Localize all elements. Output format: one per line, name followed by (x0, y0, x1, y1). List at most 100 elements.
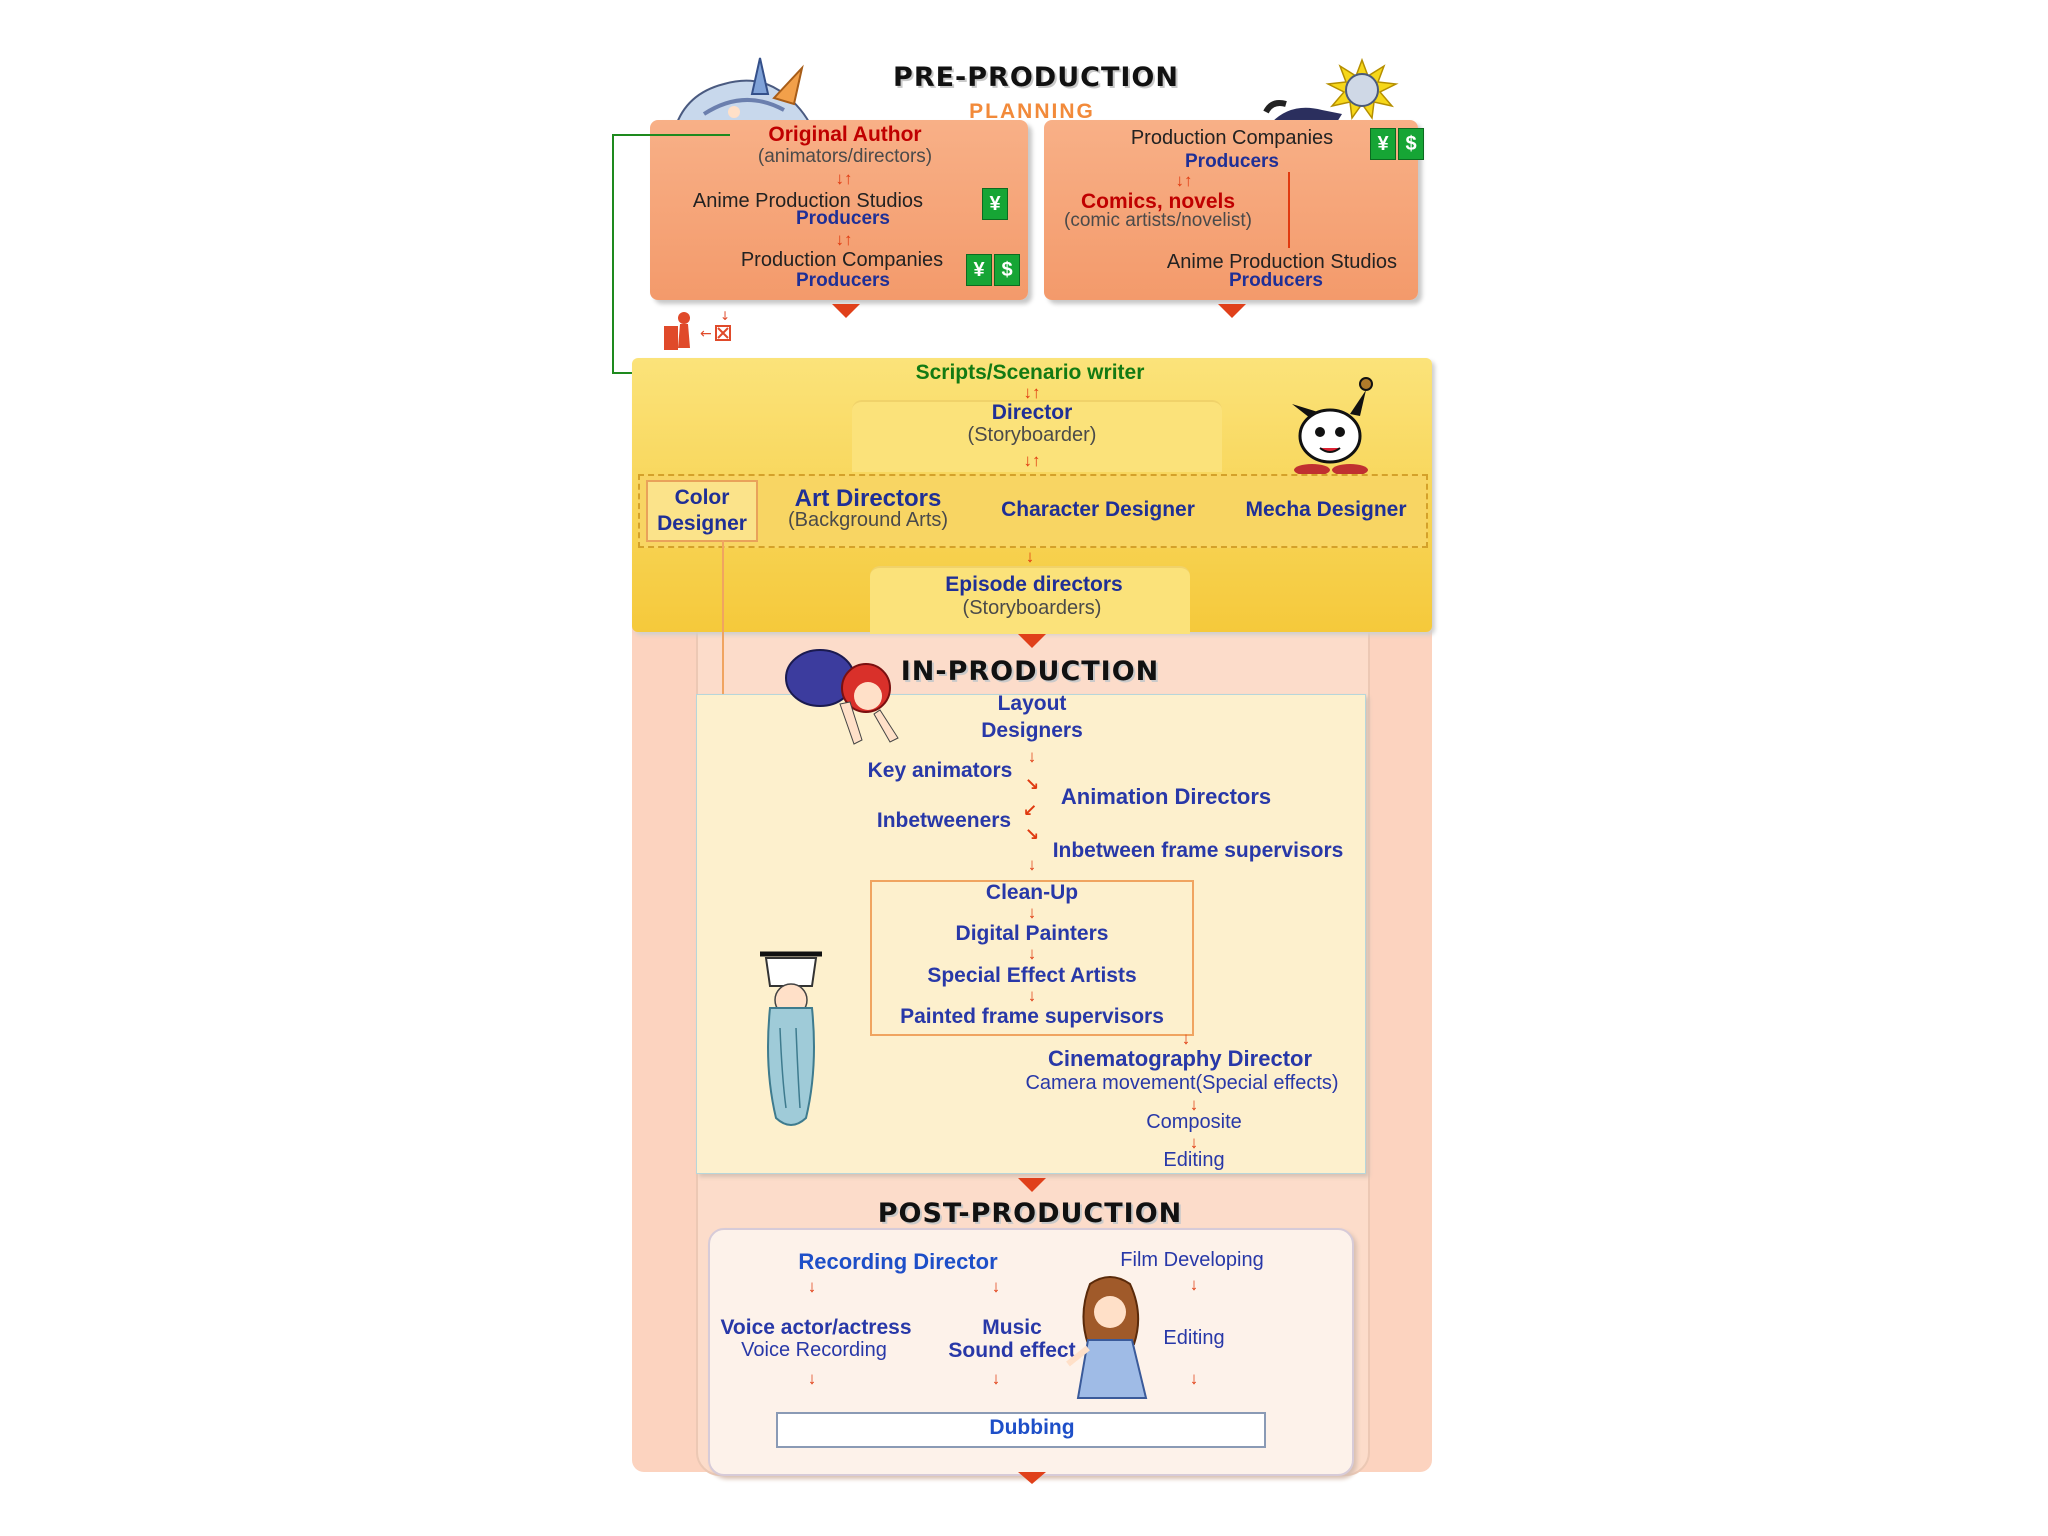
arrow-icon: ↓ (1181, 1029, 1191, 1048)
arrow-icon: ↓↑ (835, 169, 853, 188)
mascot-round-creature-icon (1292, 377, 1373, 476)
episode-directors-label: Episode directors (945, 573, 1123, 596)
director-tab (852, 400, 1222, 472)
down-triangle-icon (1218, 304, 1246, 318)
down-triangle-icon (1018, 634, 1046, 648)
down-triangle-icon (1018, 1472, 1046, 1484)
arrow-icon: ↙ (1022, 801, 1038, 820)
mascot-old-sage-icon (760, 951, 822, 1126)
color-designer-label: Color Designer (657, 486, 747, 536)
character-designer-label: Character Designer (1001, 498, 1195, 521)
right-companies-label: Production Companies (1130, 127, 1334, 149)
director-note: (Storyboarder) (967, 424, 1097, 446)
arrow-icon: ↓ (1027, 747, 1037, 766)
right-studios-role: Producers (1229, 270, 1323, 291)
cleanup-label: Clean-Up (985, 881, 1079, 904)
arrow-icon: ↓ (807, 1277, 817, 1296)
scripts-writer-label: Scripts/Scenario writer (915, 361, 1145, 384)
arrow-icon: ↓ (991, 1369, 1001, 1388)
arrow-icon: ↓ (1025, 547, 1035, 566)
pre-production-right-box (1044, 120, 1418, 300)
companies-label: Production Companies (740, 249, 944, 271)
arrow-icon: ↓ (991, 1277, 1001, 1296)
director-label: Director (991, 401, 1073, 424)
arrow-icon: ↓↑ (1023, 451, 1041, 470)
special-effect-label: Special Effect Artists (927, 964, 1137, 987)
layout-designers-label: Designers (981, 719, 1083, 742)
inbetween-supervisors-label: Inbetween frame supervisors (1052, 839, 1344, 862)
art-directors-note: (Background Arts) (787, 509, 949, 531)
arrow-icon: ↓ (1189, 1133, 1199, 1152)
mascot-red-haired-girl-icon (785, 649, 899, 745)
editing-label: Editing (1163, 1149, 1225, 1171)
arrow-icon: ↓ (1189, 1369, 1199, 1388)
layout-label: Layout (997, 692, 1067, 715)
in-production-title: IN-PRODUCTION (900, 656, 1160, 687)
sound-effect-label: Sound effect (948, 1339, 1076, 1362)
green-connector-top (612, 134, 730, 136)
composite-label: Composite (1146, 1111, 1242, 1133)
arrow-icon: ↓↑ (1023, 383, 1041, 402)
green-connector-vertical (612, 134, 614, 374)
original-author-note: (animators/directors) (757, 146, 933, 167)
mascot-brown-haired-girl-icon (1066, 1276, 1148, 1399)
voice-actor-label: Voice actor/actress (720, 1316, 912, 1339)
pre-production-title: PRE-PRODUCTION (893, 62, 1179, 93)
episode-directors-note: (Storyboarders) (962, 597, 1102, 619)
svg-text:↓: ↓ (720, 309, 730, 323)
painting-group-box (870, 880, 1194, 1036)
arrow-icon: ↓ (1189, 1275, 1199, 1294)
studios-role: Producers (796, 208, 890, 229)
yen-icon: ¥ (982, 188, 1008, 220)
mascot-rabbit-girl-icon (672, 57, 816, 133)
mecha-designer-label: Mecha Designer (1245, 498, 1407, 521)
arrow-icon: ↓ (1189, 1095, 1199, 1114)
designers-row (638, 474, 1428, 548)
arrow-icon: ↓ (1027, 903, 1037, 922)
arrow-icon: ↘ (1024, 825, 1040, 844)
svg-text:←: ← (700, 326, 712, 342)
camera-movement-label: Camera movement(Special effects) (1025, 1072, 1339, 1094)
comics-note: (comic artists/novelist) (1064, 210, 1252, 231)
arrow-icon: ↓ (807, 1369, 817, 1388)
dubbing-box (776, 1412, 1266, 1448)
planning-subtitle: PLANNING (969, 100, 1095, 123)
companies-role: Producers (796, 270, 890, 291)
dubbing-label: Dubbing (989, 1416, 1075, 1439)
post-editing-label: Editing (1163, 1327, 1225, 1349)
original-author-label: Original Author (768, 123, 922, 146)
arrow-icon: ↓ (1027, 944, 1037, 963)
digital-painters-label: Digital Painters (955, 922, 1109, 945)
down-triangle-icon (832, 304, 860, 318)
right-studios-label: Anime Production Studios (1166, 251, 1398, 273)
pre-production-left-box (650, 120, 1028, 300)
recording-director-label: Recording Director (798, 1249, 998, 1274)
post-production-title: POST-PRODUCTION (877, 1198, 1183, 1229)
yen-icon: ¥ (1370, 128, 1396, 160)
painted-supervisors-label: Painted frame supervisors (900, 1005, 1164, 1028)
dollar-icon: $ (994, 254, 1020, 286)
arrow-icon: ↓ (1027, 855, 1037, 874)
inbetweeners-label: Inbetweeners (876, 809, 1012, 832)
yen-icon: ¥ (966, 254, 992, 286)
art-directors-label: Art Directors (794, 485, 942, 512)
studios-label: Anime Production Studios (692, 190, 924, 212)
film-developing-label: Film Developing (1120, 1249, 1264, 1271)
comics-to-studios-line (1288, 172, 1290, 248)
animation-directors-label: Animation Directors (1060, 784, 1272, 809)
key-animators-label: Key animators (867, 759, 1013, 782)
cinematography-label: Cinematography Director (1047, 1046, 1313, 1071)
music-label: Music (982, 1316, 1042, 1339)
arrow-icon: ↘ (1024, 775, 1040, 794)
arrow-icon: ↓ (1027, 986, 1037, 1005)
color-designer-box (646, 480, 758, 542)
arrow-icon: ↓↑ (1175, 171, 1193, 190)
dollar-icon: $ (1398, 128, 1424, 160)
arrow-icon: ↓↑ (835, 230, 853, 249)
episode-directors-tab (870, 566, 1190, 634)
right-companies-role: Producers (1185, 151, 1279, 172)
trash-person-icon: ← ↓ (664, 309, 731, 350)
voice-recording-label: Voice Recording (741, 1339, 887, 1361)
down-triangle-icon (1018, 1178, 1046, 1192)
comics-label: Comics, novels (1080, 190, 1236, 213)
